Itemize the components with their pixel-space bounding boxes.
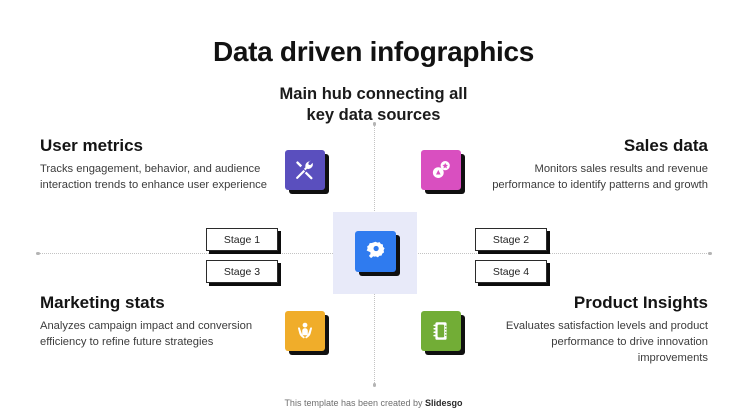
block-marketing-stats: Marketing stats Analyzes campaign impact… bbox=[40, 293, 258, 351]
divider-end-dot-left bbox=[36, 251, 40, 255]
block-product-insights: Product Insights Evaluates satisfaction … bbox=[486, 293, 708, 367]
notebook-icon bbox=[421, 311, 461, 351]
divider-end-dot-right bbox=[708, 251, 712, 255]
footer-credit: This template has been created by Slides… bbox=[0, 398, 747, 408]
stage-chip-4[interactable]: Stage 4 bbox=[475, 260, 547, 283]
stage-chip-1[interactable]: Stage 1 bbox=[206, 228, 278, 251]
stage-chip-3[interactable]: Stage 3 bbox=[206, 260, 278, 283]
footer-text: This template has been created by bbox=[284, 398, 426, 408]
sales-data-body: Monitors sales results and revenue perfo… bbox=[492, 163, 708, 191]
product-insights-body: Evaluates satisfaction levels and produc… bbox=[505, 320, 708, 364]
hands-person-icon bbox=[285, 311, 325, 351]
page-subtitle: Main hub connecting all key data sources bbox=[0, 84, 747, 126]
subtitle-line-2: key data sources bbox=[306, 106, 441, 125]
marketing-stats-heading: Marketing stats bbox=[40, 293, 165, 312]
divider-end-dot-bottom bbox=[372, 383, 376, 387]
stage-chip-2[interactable]: Stage 2 bbox=[475, 228, 547, 251]
subtitle-line-1: Main hub connecting all bbox=[279, 85, 468, 103]
user-metrics-body: Tracks engagement, behavior, and audienc… bbox=[40, 163, 268, 191]
gear-wrench-icon bbox=[355, 231, 396, 272]
block-user-metrics: User metrics Tracks engagement, behavior… bbox=[40, 136, 272, 194]
sales-data-heading: Sales data bbox=[623, 136, 708, 155]
divider-end-dot-top bbox=[372, 122, 376, 126]
marketing-stats-body: Analyzes campaign impact and conversion … bbox=[40, 320, 253, 348]
sales-chart-icon bbox=[421, 150, 461, 190]
user-metrics-heading: User metrics bbox=[40, 136, 144, 155]
tools-icon bbox=[285, 150, 325, 190]
page-title: Data driven infographics bbox=[212, 36, 535, 67]
product-insights-heading: Product Insights bbox=[573, 293, 708, 312]
block-sales-data: Sales data Monitors sales results and re… bbox=[476, 136, 708, 194]
footer-brand: Slidesgo bbox=[425, 398, 463, 408]
